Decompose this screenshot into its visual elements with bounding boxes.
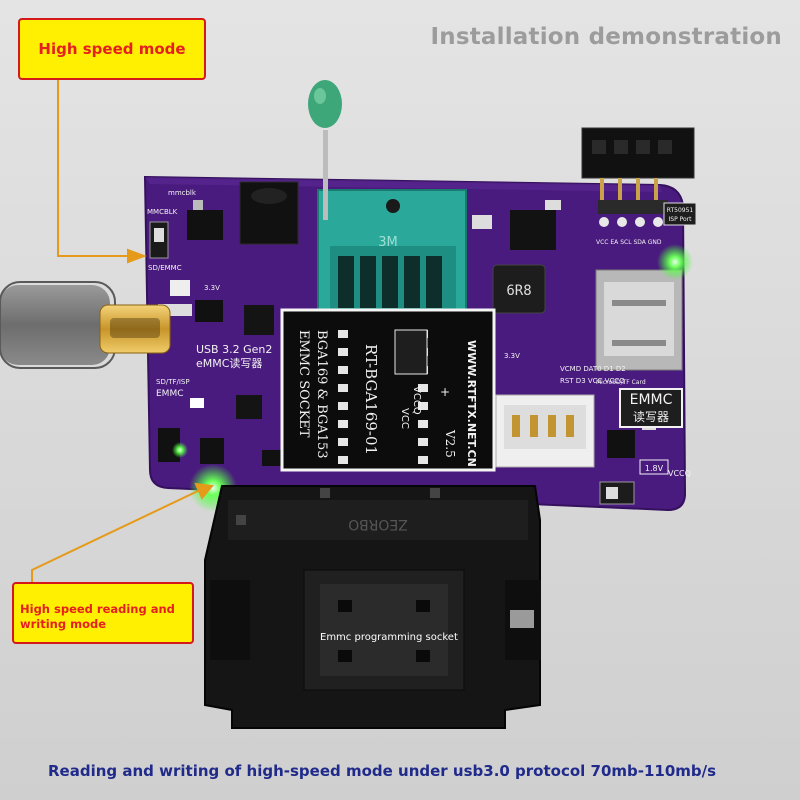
label-emmc-big: EMMC	[630, 392, 673, 408]
adapter-vccq: VCCQ	[411, 386, 422, 415]
label-pin-row-a: VCMD DAT0 D1 D2	[560, 365, 626, 373]
label-1v8: 1.8V	[645, 464, 664, 473]
adapter-vcc: VCC	[399, 408, 410, 429]
label-3v3: 3.3V	[204, 284, 220, 292]
microsd-slot	[595, 269, 683, 371]
socket-brand: ZEORBO	[348, 516, 408, 532]
pin-header	[581, 127, 695, 210]
label-mmcblk-small: mmcblk	[168, 189, 197, 197]
emmc-socket-base: ZEORBO	[204, 485, 541, 729]
label-vccq: VCCQ	[668, 469, 691, 478]
callout-high-speed-rw-mode: High speed reading and writing mode	[12, 582, 194, 644]
label-reader: eMMC读写器	[196, 356, 262, 370]
callout-high-speed-mode: High speed mode	[18, 18, 206, 80]
bottom-caption: Reading and writing of high-speed mode u…	[48, 762, 717, 780]
header-pads	[598, 200, 668, 227]
label-isp-top: RT50951	[667, 207, 694, 214]
label-switch-3v: 3.3V	[504, 352, 520, 360]
label-sd-emmc: SD/EMMC	[148, 264, 182, 272]
white-connector	[495, 394, 595, 468]
label-emmc-small: EMMC	[156, 389, 184, 399]
status-led-right	[657, 244, 693, 280]
adapter-model: RT-BGA169-01	[362, 344, 380, 455]
callout-arrow-bottom	[31, 482, 214, 582]
page-title: Installation demonstration	[430, 24, 782, 50]
label-isp-bottom: ISP Port	[669, 216, 693, 223]
label-mmcblk: MMCBLK	[147, 208, 178, 216]
label-pin-row-b: RST D3 VCC VCCQ	[560, 377, 625, 385]
usb-cable	[0, 281, 171, 369]
label-rw-chinese: 读写器	[633, 410, 669, 424]
label-usb: USB 3.2 Gen2	[196, 343, 272, 356]
adapter-socket-label: EMMC SOCKET	[296, 330, 311, 438]
label-microsd: MicroSD/TF Card	[596, 379, 646, 386]
adapter-url: WWW.RTFTX.NET.CN	[465, 340, 478, 467]
inductor-label: 6R8	[506, 283, 531, 299]
zif-socket: 3M	[308, 80, 467, 317]
label-sd-tf-isp: SD/TF/ISP	[156, 378, 190, 386]
label-pins: VCC EA SCL SDA GND	[596, 239, 662, 246]
socket-label: Emmc programming socket	[320, 632, 458, 643]
adapter-board: EMMC SOCKET BGA169 & BGA153 RT-BGA169-01…	[280, 308, 496, 472]
adapter-bga-label: BGA169 & BGA153	[314, 330, 329, 459]
adapter-plus: +	[440, 385, 450, 399]
adapter-version: V2.5	[443, 429, 457, 458]
inductor	[492, 264, 546, 314]
callout-arrow-top	[57, 76, 147, 264]
zif-brand: 3M	[378, 235, 398, 250]
